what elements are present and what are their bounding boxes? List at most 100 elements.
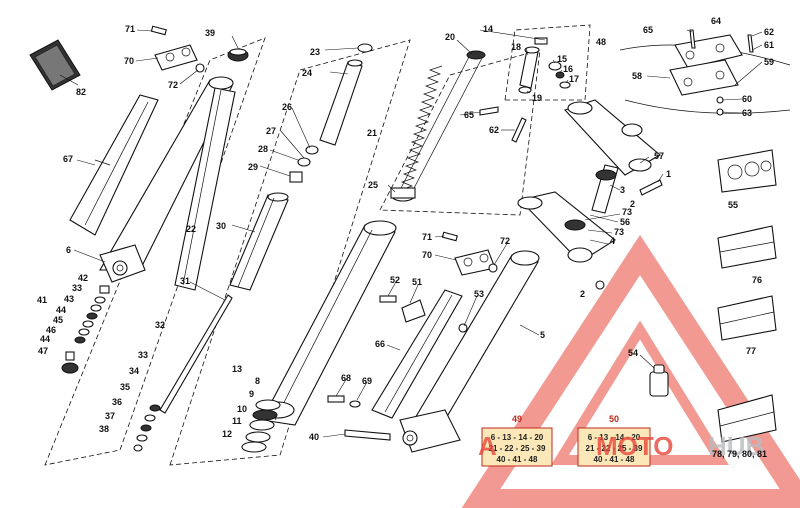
callout-42: 42 (78, 273, 88, 283)
callout-63: 63 (742, 108, 752, 118)
callout-9: 9 (249, 389, 254, 399)
kit-50-number: 50 (609, 414, 619, 424)
callout-70-right: 70 (422, 250, 432, 260)
callout-20: 20 (445, 32, 455, 42)
part-71-bolt-right (441, 231, 458, 242)
callout-19: 19 (532, 93, 542, 103)
part-77-sleeve (717, 295, 777, 341)
callout-45: 45 (53, 315, 63, 325)
callout-12: 12 (222, 429, 232, 439)
callout-82: 82 (76, 87, 86, 97)
callout-62-inset: 62 (764, 27, 774, 37)
part-33-38-stack (133, 404, 161, 452)
callout-57: 57 (654, 151, 664, 161)
kit-50-line3: 40 - 41 - 48 (594, 455, 635, 464)
kit-49-number: 49 (512, 414, 522, 424)
callout-73-a: 73 (622, 207, 632, 217)
callout-14: 14 (483, 24, 493, 34)
part-39-dust-seal (227, 48, 249, 62)
callout-25: 25 (368, 180, 378, 190)
callout-23: 23 (310, 47, 320, 57)
callout-65-inset: 65 (643, 25, 653, 35)
callout-69: 69 (362, 376, 372, 386)
callout-30: 30 (216, 221, 226, 231)
part-54-oil-bottle (649, 364, 669, 397)
callout-18: 18 (511, 42, 521, 52)
part-22-fork-tube (174, 87, 236, 291)
caption-78-81: 78, 79, 80, 81 (712, 449, 767, 459)
watermark-part1: A (478, 431, 497, 461)
callout-58: 58 (632, 71, 642, 81)
part-1-bolt (639, 179, 663, 196)
callout-26: 26 (282, 102, 292, 112)
kit-50-box: 50 6 - 13 - 14 - 20 21 - 22 - 25 - 39 40… (577, 414, 651, 467)
part-6-lower-leg-left (99, 76, 234, 283)
callout-10: 10 (237, 404, 247, 414)
callout-38: 38 (99, 424, 109, 434)
part-stack-42-47 (61, 285, 110, 374)
part-78-81-sleeve (717, 394, 777, 443)
callout-71-left: 71 (125, 24, 135, 34)
part-30-cartridge (229, 192, 289, 291)
callout-72-left: 72 (168, 80, 178, 90)
callout-35: 35 (120, 382, 130, 392)
callout-29: 29 (248, 162, 258, 172)
callout-33-left: 33 (72, 283, 82, 293)
callout-32: 32 (155, 320, 165, 330)
callout-77: 77 (746, 346, 756, 356)
callout-28: 28 (258, 144, 268, 154)
part-20-cap-bolt (466, 50, 486, 60)
callout-24: 24 (302, 68, 312, 78)
part-24-damper-rod (319, 59, 363, 146)
part-13-lower-tube (261, 220, 397, 426)
leader-lines (59, 29, 763, 438)
callout-3: 3 (620, 185, 625, 195)
part-26-29-washers (289, 145, 319, 183)
callout-76: 76 (752, 275, 762, 285)
callout-2-top: 2 (630, 199, 635, 209)
callout-54: 54 (628, 348, 638, 358)
callout-37: 37 (105, 411, 115, 421)
callout-labels: 71 70 72 39 82 67 6 42 33 41 43 44 45 46… (37, 16, 774, 459)
callout-8: 8 (255, 376, 260, 386)
part-70-clamp-right (454, 249, 496, 276)
callout-6: 6 (66, 245, 71, 255)
callout-15: 15 (557, 54, 567, 64)
watermark-text: A MOTO HUB (478, 431, 764, 461)
callout-46: 46 (46, 325, 56, 335)
callout-4: 4 (610, 236, 615, 246)
part-67-fork-guard (69, 94, 159, 236)
part-4-lower-triple-clamp (517, 191, 616, 263)
callout-13: 13 (232, 364, 242, 374)
callout-65-center: 65 (464, 110, 474, 120)
part-72-nut-right (488, 263, 498, 273)
part-3-steering-stem (591, 164, 619, 214)
callout-5: 5 (540, 330, 545, 340)
callout-17: 17 (569, 74, 579, 84)
callout-71-right: 71 (422, 232, 432, 242)
callout-52: 52 (390, 275, 400, 285)
part-2-nut (595, 280, 605, 290)
part-76-sleeve (717, 225, 777, 269)
callout-21-main: 21 (367, 128, 377, 138)
kit-49-line1: 6 - 13 - 14 - 20 (491, 433, 544, 442)
stem-dash-outline (504, 24, 591, 101)
kit-49-box: 49 6 - 13 - 14 - 20 21 - 22 - 25 - 39 40… (481, 414, 553, 467)
kit-50-line1: 6 - 13 - 14 - 20 (588, 433, 641, 442)
callout-22: 22 (186, 224, 196, 234)
callout-72-right: 72 (500, 236, 510, 246)
part-55-sticker (717, 149, 777, 193)
callout-16: 16 (563, 64, 573, 74)
callout-62-center: 62 (489, 125, 499, 135)
callout-44-a: 44 (56, 305, 66, 315)
callout-60: 60 (742, 94, 752, 104)
part-71-bolt-left (150, 25, 167, 36)
part-23-cap (357, 43, 373, 53)
part-70-clamp-left (154, 44, 198, 71)
callout-56: 56 (620, 217, 630, 227)
part-5-lower-leg-right (399, 250, 540, 453)
callout-36: 36 (112, 397, 122, 407)
spring-dash-outline (379, 49, 541, 216)
callout-64: 64 (711, 16, 721, 26)
